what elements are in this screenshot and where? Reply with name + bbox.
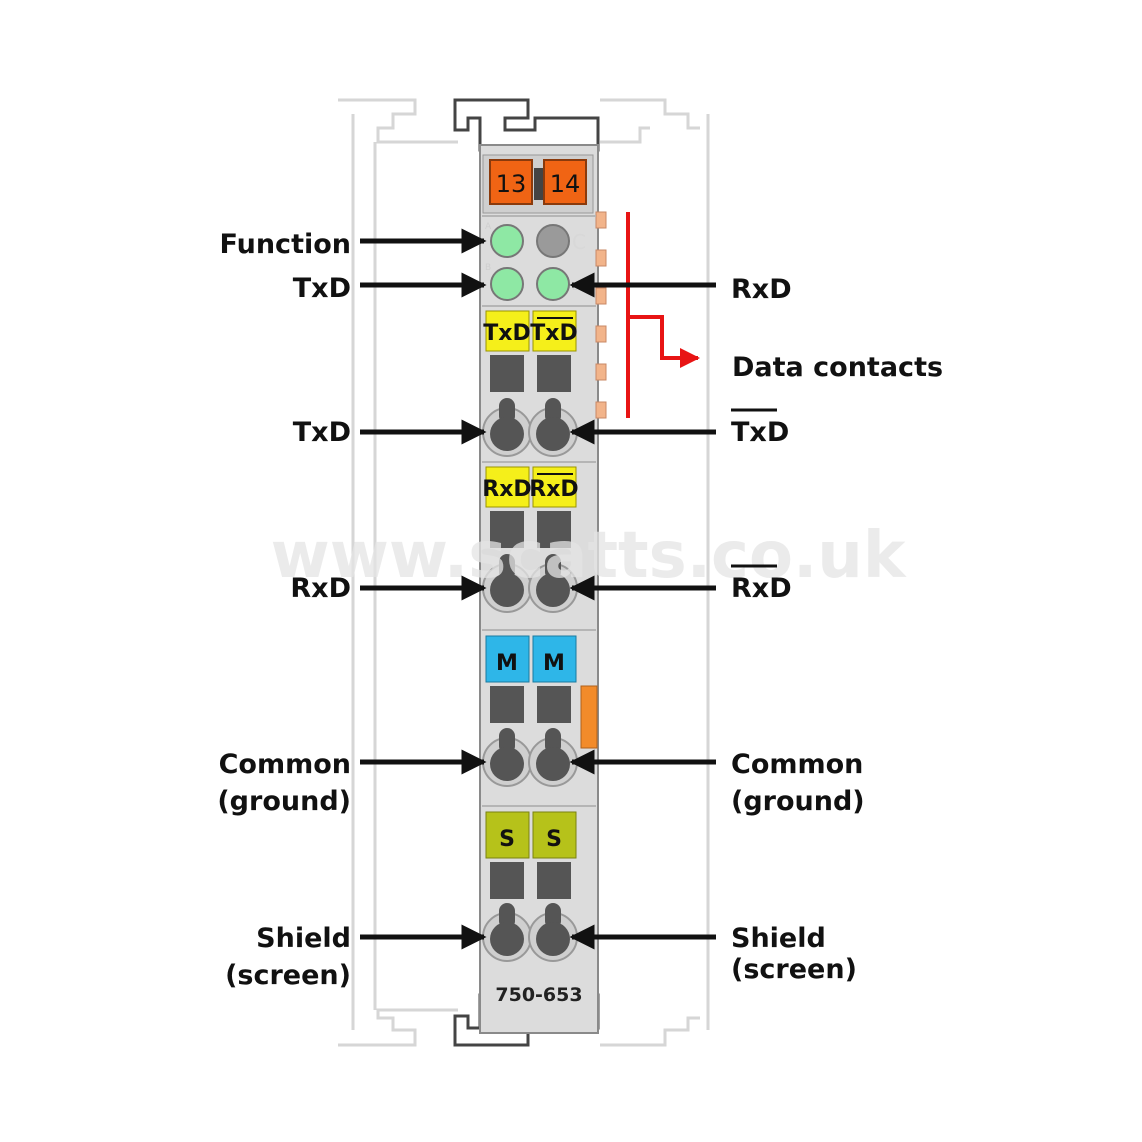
label-m-right-text: M bbox=[543, 651, 565, 676]
terminal-number-14: 14 bbox=[543, 159, 587, 205]
label-m-left-text: M bbox=[496, 651, 518, 676]
led-rxd-d bbox=[536, 267, 570, 301]
terminal-number-13-text: 13 bbox=[496, 170, 527, 198]
label-right-shield-line2: (screen) bbox=[731, 954, 857, 985]
release-slot-txd-right bbox=[537, 355, 571, 392]
label-left-shield-line1: Shield bbox=[256, 923, 351, 954]
clamp-rxd-right bbox=[536, 573, 570, 607]
terminal-number-14-text: 14 bbox=[550, 170, 581, 198]
label-right-txd-bar: TxD bbox=[731, 417, 789, 448]
label-left-txd: TxD bbox=[293, 417, 351, 448]
led-panel: A C B D bbox=[485, 222, 586, 301]
terminal-pair-common: M M bbox=[482, 635, 578, 787]
label-right-rxd-bar: RxD bbox=[731, 573, 792, 604]
led-letter-a: A bbox=[485, 222, 492, 232]
label-data-contacts: Data contacts bbox=[732, 352, 943, 383]
label-right-common-line2: (ground) bbox=[731, 786, 865, 817]
clamp-s-left bbox=[490, 922, 524, 956]
part-number: 750-653 bbox=[495, 984, 582, 1006]
label-left-rxd: RxD bbox=[290, 573, 351, 604]
power-jumper-contact bbox=[580, 685, 598, 749]
terminal-pair-txd: TxD TxD bbox=[482, 310, 578, 457]
led-txd-b bbox=[490, 267, 524, 301]
clamp-txd-right bbox=[536, 417, 570, 451]
led-function-a bbox=[490, 224, 524, 258]
label-right-rxd-led: RxD bbox=[731, 274, 792, 305]
clamp-m-left bbox=[490, 747, 524, 781]
release-slot-rxd-left bbox=[490, 511, 524, 548]
led-letter-c: C bbox=[572, 230, 586, 254]
label-rxd-left-text: RxD bbox=[482, 477, 531, 502]
release-slot-s-left bbox=[490, 862, 524, 899]
label-txd-left-text: TxD bbox=[483, 321, 530, 346]
data-contacts bbox=[595, 211, 607, 419]
data-contacts-callout bbox=[626, 212, 700, 418]
label-txd-left bbox=[485, 310, 530, 352]
label-s-right-text: S bbox=[546, 827, 562, 852]
clamp-m-right bbox=[536, 747, 570, 781]
left-arrows bbox=[360, 228, 487, 950]
label-txd-right-text: TxD bbox=[530, 321, 577, 346]
label-left-function: Function bbox=[220, 229, 351, 260]
label-rxd-left bbox=[485, 466, 530, 508]
led-letter-b: B bbox=[485, 263, 491, 273]
label-right-common-line1: Common bbox=[731, 749, 863, 780]
clamp-s-right bbox=[536, 922, 570, 956]
clamp-rxd-left bbox=[490, 573, 524, 607]
watermark: www.scatts.co.uk bbox=[271, 519, 907, 593]
terminal-number-13: 13 bbox=[489, 159, 533, 205]
led-c bbox=[536, 224, 570, 258]
label-left-common-line2: (ground) bbox=[217, 786, 351, 817]
label-rxd-right-text: RxD bbox=[529, 477, 578, 502]
terminal-pair-shield: S S bbox=[482, 811, 578, 962]
label-right-shield-line1: Shield bbox=[731, 923, 826, 954]
label-left-shield-line2: (screen) bbox=[225, 960, 351, 991]
label-s-right bbox=[532, 811, 577, 859]
release-slot-s-right bbox=[537, 862, 571, 899]
label-s-left-text: S bbox=[499, 827, 515, 852]
label-s-left bbox=[485, 811, 530, 859]
clamp-txd-left bbox=[490, 417, 524, 451]
release-slot-m-right bbox=[537, 686, 571, 723]
release-slot-txd-left bbox=[490, 355, 524, 392]
label-m-right bbox=[532, 635, 577, 683]
terminal-pair-rxd: RxD RxD bbox=[482, 466, 579, 613]
release-slot-rxd-right bbox=[537, 511, 571, 548]
right-arrows bbox=[569, 272, 716, 950]
label-m-left bbox=[485, 635, 530, 683]
release-slot-m-left bbox=[490, 686, 524, 723]
label-left-txd-led: TxD bbox=[293, 273, 351, 304]
label-left-common-line1: Common bbox=[219, 749, 351, 780]
